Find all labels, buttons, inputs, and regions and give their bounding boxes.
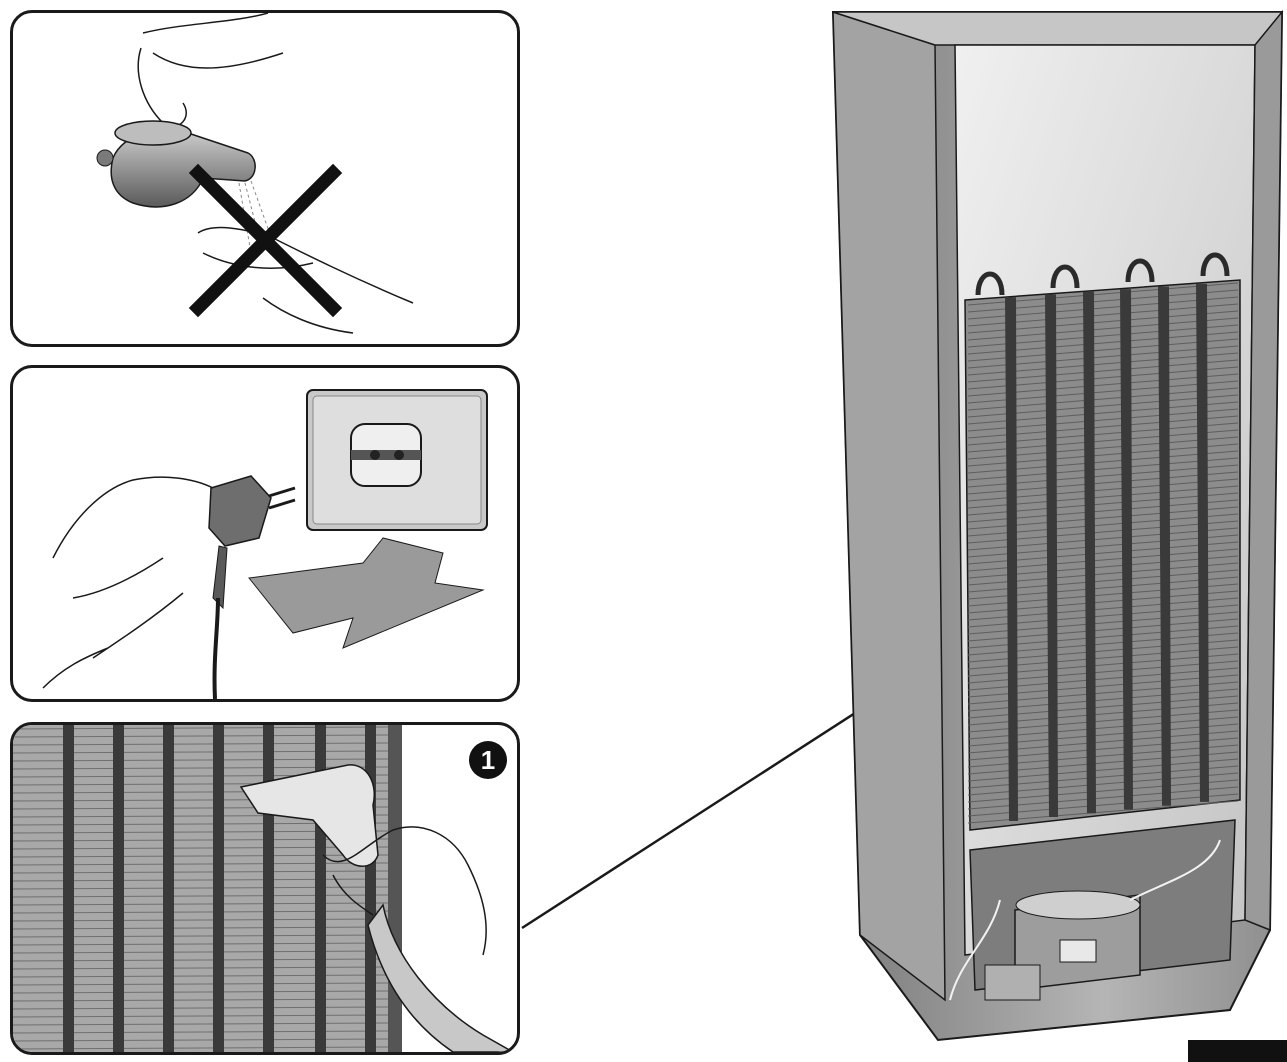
vacuum-nozzle-icon [13,725,515,1052]
panel-vacuum-condenser: 1 [10,722,520,1055]
plug-socket-icon [42,389,488,699]
tap-hands-prohibited-icon [96,13,414,334]
page-corner-tab [1188,1040,1287,1062]
panel-unplug [10,365,520,702]
step-number-badge: 1 [469,741,507,779]
panel-no-water [10,10,520,347]
